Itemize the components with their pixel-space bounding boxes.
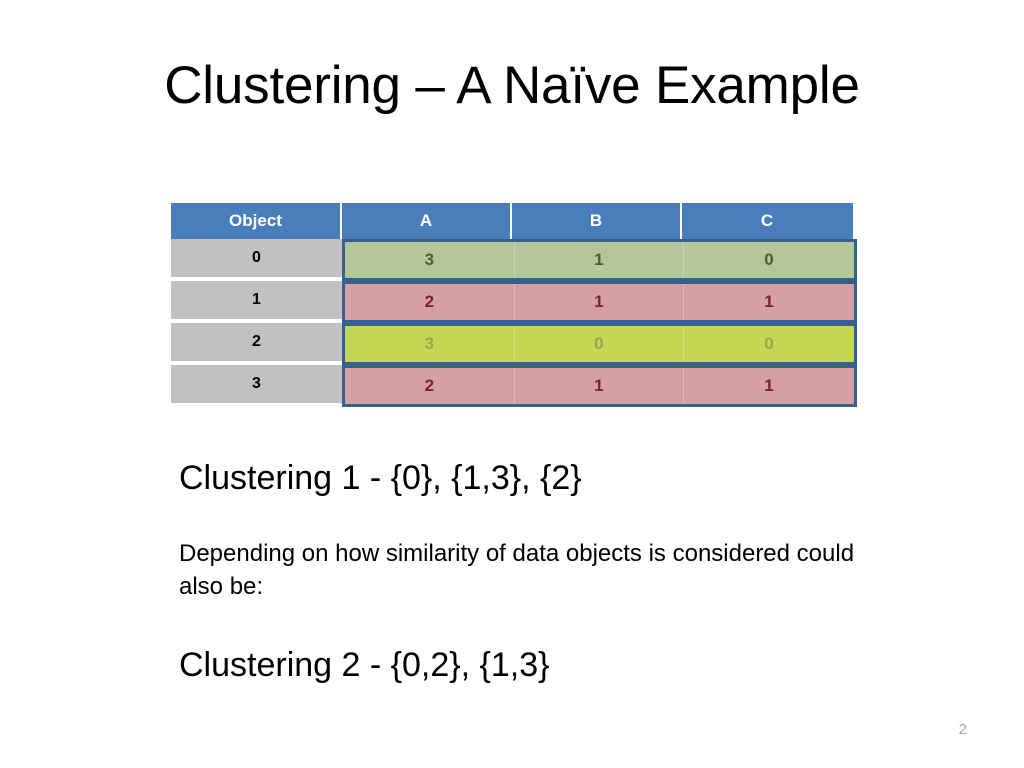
table-row: 3 0 0 bbox=[342, 323, 857, 365]
table-cell: 1 bbox=[514, 284, 685, 320]
data-table: Object A B C 0 1 2 3 3 1 0 2 1 1 3 0 0 2… bbox=[171, 203, 857, 407]
table-cell: 1 bbox=[684, 284, 854, 320]
table-row: 3 1 0 bbox=[342, 239, 857, 281]
object-column: 0 1 2 3 bbox=[171, 239, 342, 403]
table-cell: 1 bbox=[514, 242, 685, 278]
column-header-a: A bbox=[342, 203, 512, 239]
values-column: 3 1 0 2 1 1 3 0 0 2 1 1 bbox=[342, 239, 857, 407]
table-cell: 1 bbox=[684, 368, 854, 404]
page-number: 2 bbox=[958, 721, 967, 738]
table-cell: 2 bbox=[345, 284, 515, 320]
table-cell: 2 bbox=[345, 368, 515, 404]
table-cell: 3 bbox=[345, 326, 515, 362]
table-header-row: Object A B C bbox=[171, 203, 853, 239]
column-header-object: Object bbox=[171, 203, 342, 239]
clustering-2-text: Clustering 2 - {0,2}, {1,3} bbox=[179, 646, 550, 684]
column-header-c: C bbox=[760, 211, 774, 230]
table-cell: 0 bbox=[684, 242, 854, 278]
table-cell: 0 bbox=[684, 326, 854, 362]
page-title: Clustering – A Naïve Example bbox=[164, 56, 860, 115]
table-cell: 3 bbox=[345, 242, 515, 278]
table-row: 2 1 1 bbox=[342, 365, 857, 407]
table-row: 2 1 1 bbox=[342, 281, 857, 323]
table-row-object-label: 2 bbox=[171, 323, 342, 361]
table-cell: 1 bbox=[514, 368, 685, 404]
table-row-object-label: 1 bbox=[171, 281, 342, 319]
explanation-text: Depending on how similarity of data obje… bbox=[179, 540, 855, 601]
clustering-1-text: Clustering 1 - {0}, {1,3}, {2} bbox=[179, 459, 582, 497]
table-row-object-label: 0 bbox=[171, 239, 342, 277]
table-row-object-label: 3 bbox=[171, 365, 342, 403]
column-header-b: B bbox=[512, 203, 682, 239]
table-cell: 0 bbox=[514, 326, 685, 362]
